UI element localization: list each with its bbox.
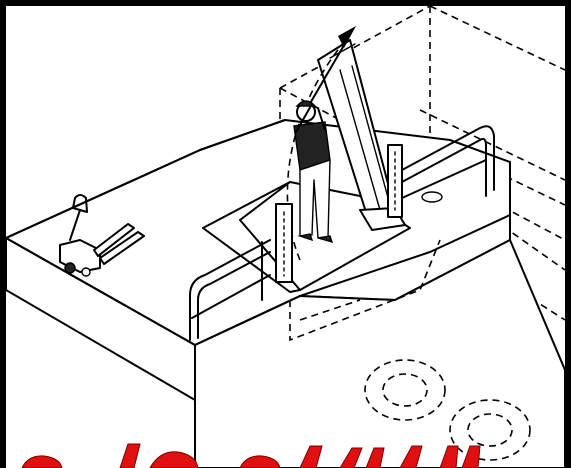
leveler-pit-outline bbox=[289, 239, 441, 342]
side-guardrail-right bbox=[387, 125, 495, 218]
dock-illustration bbox=[6, 6, 565, 468]
illustration-panel bbox=[6, 6, 565, 468]
pallet-jack bbox=[59, 194, 145, 277]
trailer-wheels bbox=[364, 359, 531, 461]
operator bbox=[293, 100, 334, 244]
banner-lettering bbox=[21, 443, 481, 468]
side-guardrail-left bbox=[189, 203, 293, 341]
dock-front-face bbox=[194, 239, 565, 468]
